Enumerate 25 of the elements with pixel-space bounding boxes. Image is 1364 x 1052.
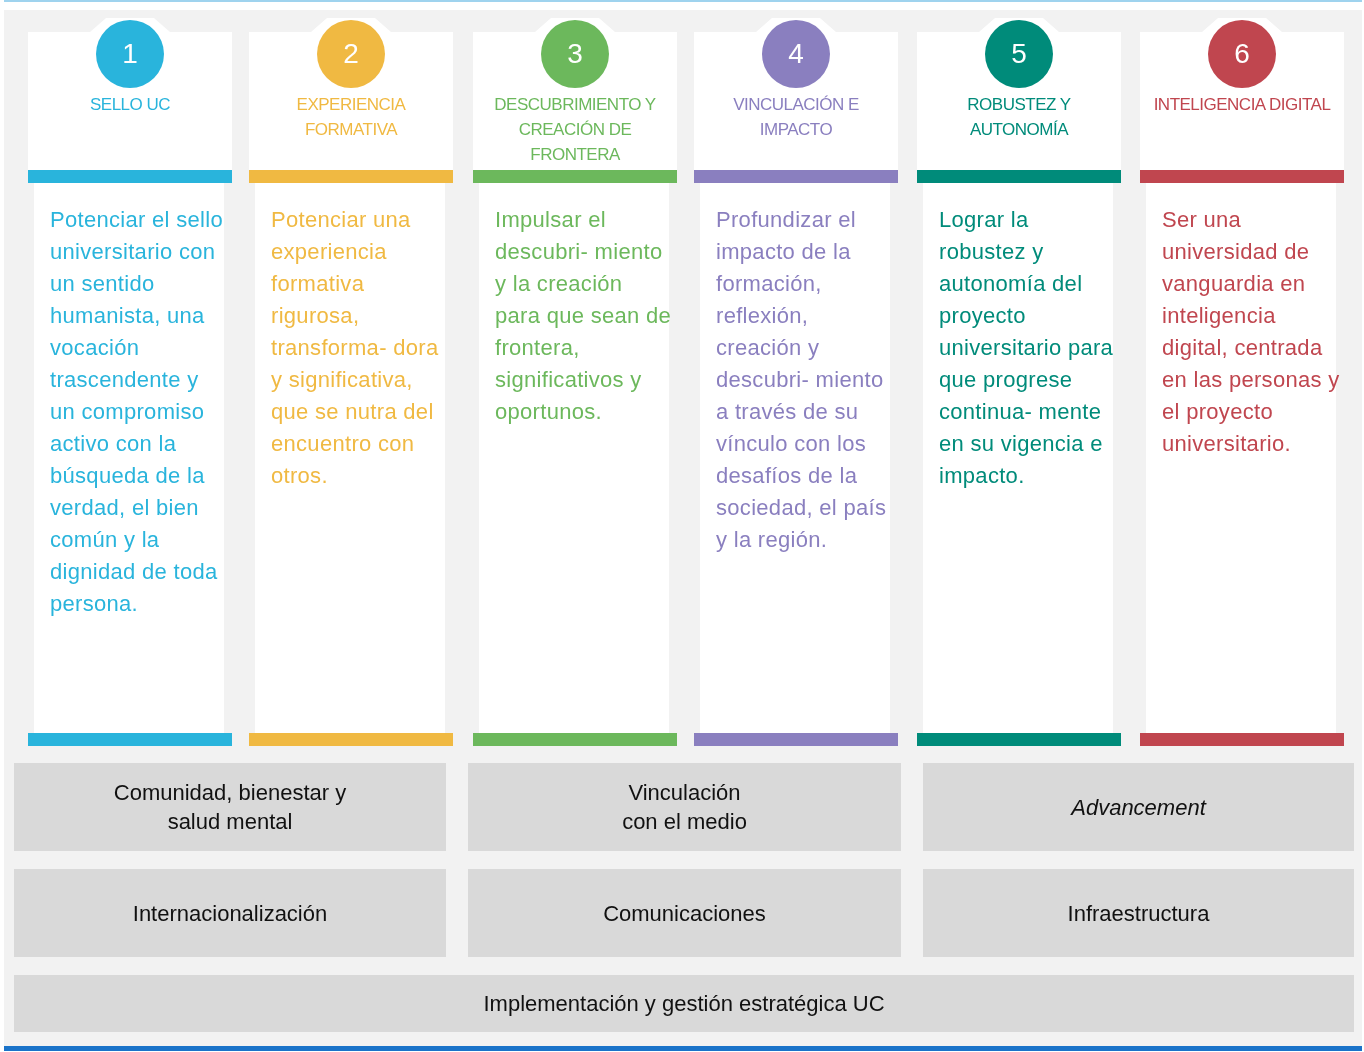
pillar-description: Potenciar una experiencia formativa rigurosa, transforma- dora y significativa, que se nutra del encuentro con otros. [271, 206, 440, 490]
pillar-card [28, 18, 232, 746]
pillar-heading: DESCUBRIMIENTO Y CREACIÓN DE FRONTERA [493, 94, 657, 166]
area-panel: Infraestructura [923, 869, 1354, 957]
pillar-card [917, 18, 1121, 746]
pillar-heading: INTELIGENCIA DIGITAL [1152, 94, 1332, 116]
pillar-heading: VINCULACIÓN E IMPACTO [732, 94, 860, 141]
pillar-description: Profundizar el impacto de la formación, reflexión, creación y descubri- miento a través de su vínculo con los desafíos de la sociedad, el país y la región. [716, 206, 888, 554]
pillar-card [249, 18, 453, 746]
area-panel: Internacionalización [14, 869, 446, 957]
pillar-heading: ROBUSTEZ Y AUTONOMÍA [966, 94, 1072, 141]
pillar-description: Ser una universidad de vanguardia en inteligencia digital, centrada en las personas y el proyecto universitario. [1162, 206, 1340, 458]
pillar-heading: SELLO UC [88, 94, 172, 116]
pillar-description: Impulsar el descubri- miento y la creación para que sean de frontera, significativos y oportunos. [495, 206, 673, 426]
pillar-card [1140, 18, 1344, 746]
pillar-heading: EXPERIENCIA FORMATIVA [295, 94, 407, 141]
area-panel: Advancement [923, 763, 1354, 851]
pillar-description: Lograr la robustez y autonomía del proyecto universitario para que progrese continua- mente en su vigencia e impacto. [939, 206, 1115, 490]
pillar-card [694, 18, 898, 746]
pillar-description: Potenciar el sello universitario con un sentido humanista, una vocación trascendente y un compromiso activo con la búsqueda de la verdad, el bien común y la dignidad de toda persona. [50, 206, 224, 618]
area-panel: Comunicaciones [468, 869, 901, 957]
area-panel: Vinculación con el medio [468, 763, 901, 851]
pillar-card [473, 18, 677, 746]
area-panel: Comunidad, bienestar y salud mental [14, 763, 446, 851]
area-panel: Implementación y gestión estratégica UC [14, 975, 1354, 1032]
